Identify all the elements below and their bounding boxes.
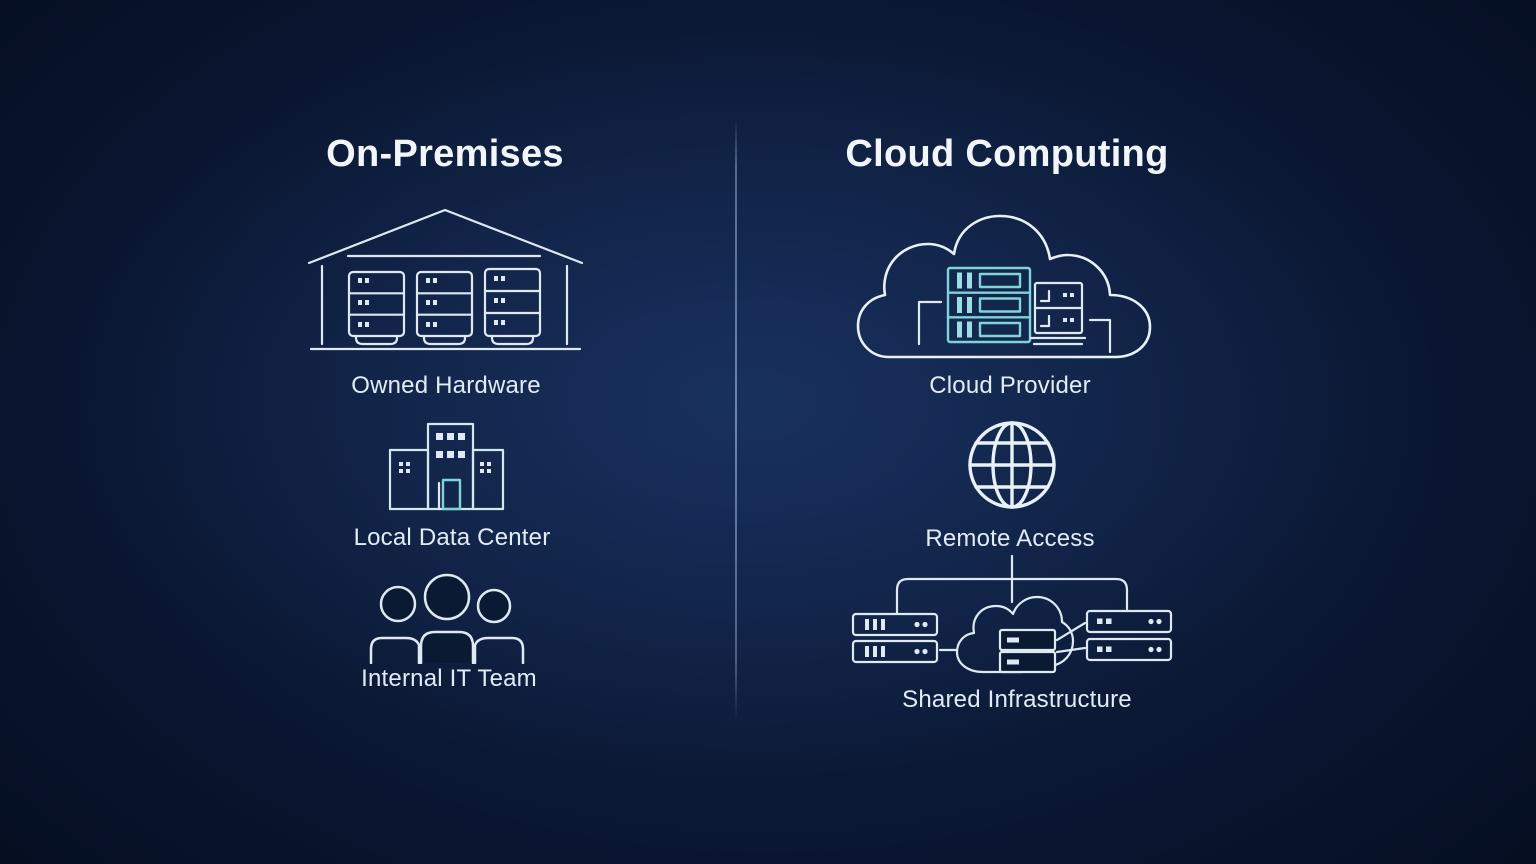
building-door: [441, 478, 462, 511]
server-cabinet: [483, 267, 542, 346]
owned-hardware-label: Owned Hardware: [351, 372, 541, 399]
internal-it-team-label: Internal IT Team: [361, 665, 537, 692]
teal-server-rack: [946, 266, 1032, 344]
white-server-unit: [1029, 281, 1087, 346]
globe-icon: [822, 421, 1204, 509]
warehouse-servers-icon: [307, 208, 584, 351]
shared-servers-cloud-icon: [851, 554, 1173, 674]
office-building-icon: [286, 422, 610, 511]
remote-access-label: Remote Access: [925, 525, 1095, 552]
right-server-stack: [1085, 609, 1173, 662]
server-cabinet: [415, 270, 474, 346]
small-cloud: [955, 595, 1075, 674]
cloud-computing-title: Cloud Computing: [845, 133, 1169, 175]
people-group-icon: [285, 573, 622, 664]
cloud-servers-icon: [856, 214, 1152, 359]
column-divider: [735, 118, 737, 720]
server-cabinet: [347, 270, 406, 346]
cloud-server-stack: [998, 628, 1057, 674]
local-data-center-label: Local Data Center: [353, 524, 551, 551]
left-server-stack: [851, 612, 939, 664]
shared-infrastructure-label: Shared Infrastructure: [902, 686, 1132, 713]
cloud-provider-label: Cloud Provider: [929, 372, 1091, 399]
on-premises-title: On-Premises: [326, 133, 564, 175]
